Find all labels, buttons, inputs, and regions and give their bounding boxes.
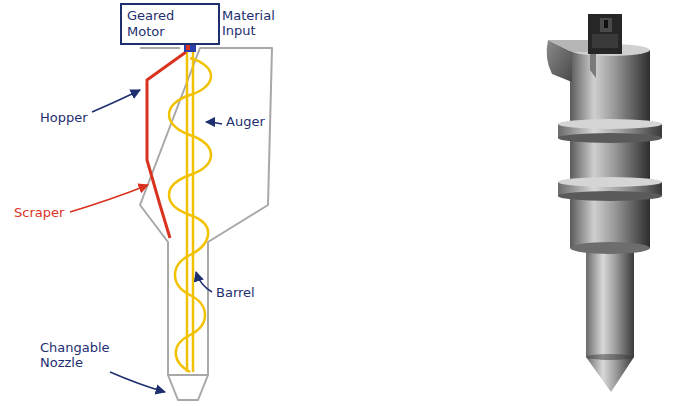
auger-sketch xyxy=(169,50,211,372)
part-label: Barrel xyxy=(216,285,296,300)
part-label: Changable Nozzle xyxy=(40,340,112,370)
part-label: Hopper xyxy=(40,110,120,125)
scraper-leader xyxy=(70,185,148,212)
hopper-outline xyxy=(140,48,272,400)
part-label: Material Input xyxy=(222,8,292,38)
part-label: Scraper xyxy=(14,205,94,220)
part-label: Auger xyxy=(226,114,306,129)
node-text: Geared Motor xyxy=(127,8,213,40)
leader-arrows xyxy=(92,28,222,392)
render-3d xyxy=(547,14,662,392)
scraper-sketch xyxy=(147,52,186,238)
motor-box: Geared Motor xyxy=(120,3,220,45)
